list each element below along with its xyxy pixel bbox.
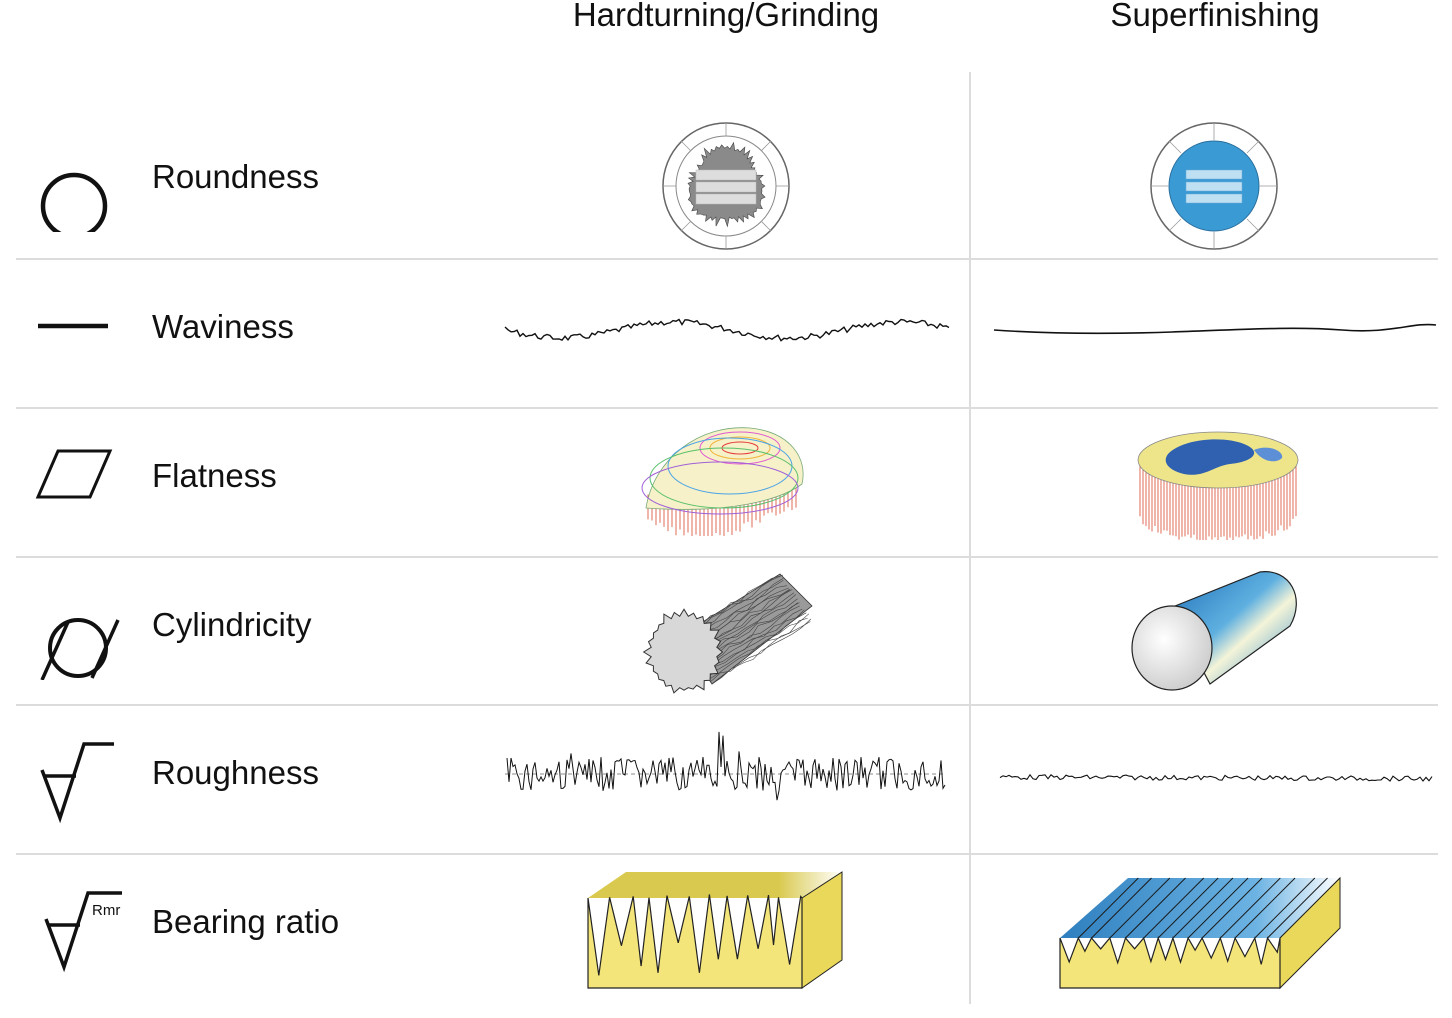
- row-label: Bearing ratio: [152, 903, 340, 940]
- flatness-surface-hardturning: [640, 418, 810, 545]
- circle-icon: [30, 132, 130, 240]
- row-flatness: Flatness: [0, 407, 1452, 556]
- row-roundness: Roundness: [0, 108, 1452, 257]
- roughness-profile-superfinishing: [998, 766, 1436, 795]
- roundness-chart-superfinishing: [1148, 120, 1280, 257]
- row-cylindricity: Cylindricity: [0, 556, 1452, 705]
- bearing-ratio-block-hardturning: [586, 868, 848, 997]
- row-roughness: Roughness: [0, 704, 1452, 853]
- row-label: Cylindricity: [152, 606, 312, 643]
- row-divider: [16, 853, 1438, 855]
- surface-roughness-icon: [30, 728, 130, 828]
- parallelogram-icon: [30, 431, 130, 531]
- cylindricity-surface-hardturning: [640, 566, 815, 706]
- row-divider: [16, 556, 1438, 558]
- straight-line-icon: [30, 282, 130, 382]
- row-divider: [16, 258, 1438, 260]
- row-label: Waviness: [152, 308, 294, 345]
- rmr-label: Rmr: [92, 902, 120, 919]
- row-divider: [16, 407, 1438, 409]
- roundness-chart-hardturning: [660, 120, 792, 257]
- column-header-superfinishing: Superfinishing: [1110, 0, 1320, 33]
- surface-roughness-rmr-icon: Rmr: [30, 877, 130, 977]
- row-label: Roughness: [152, 754, 319, 791]
- column-header-hardturning-grinding: Hardturning/Grinding: [572, 0, 880, 33]
- row-divider: [16, 704, 1438, 706]
- roughness-profile-hardturning: [505, 726, 947, 835]
- waviness-profile-hardturning: [503, 310, 953, 355]
- cylindricity-icon: [30, 580, 130, 681]
- column-divider: [969, 72, 971, 1004]
- row-waviness: Waviness: [0, 258, 1452, 407]
- cylindricity-surface-superfinishing: [1130, 568, 1305, 698]
- bearing-ratio-block-superfinishing: [1058, 868, 1348, 997]
- waviness-profile-superfinishing: [992, 310, 1438, 355]
- flatness-surface-superfinishing: [1134, 428, 1304, 548]
- row-bearing-ratio: Rmr Bearing ratio: [0, 853, 1452, 1002]
- row-label: Roundness: [152, 158, 319, 195]
- row-label: Flatness: [152, 457, 277, 494]
